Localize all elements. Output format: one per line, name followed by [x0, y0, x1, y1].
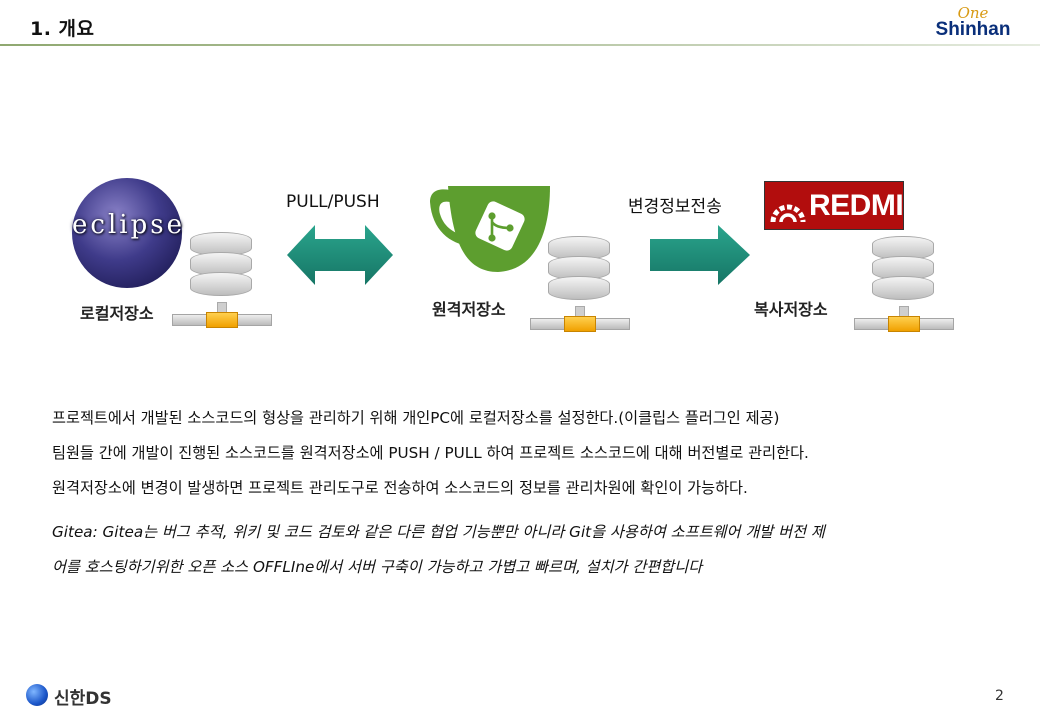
redmine-logo-text: REDMINE	[809, 189, 944, 222]
gitea-description-line-1: Gitea: Gitea는 버그 추적, 위키 및 코드 검토와 같은 다른 협…	[52, 523, 825, 541]
eclipse-logo-icon	[72, 178, 182, 288]
change-info-send-label: 변경정보전송	[628, 197, 722, 217]
gitea-description-line-2: 어를 호스팅하기위한 오픈 소스 OFFLIne에서 서버 구축이 가능하고 가…	[52, 558, 703, 576]
remote-repo-database-icon	[530, 236, 630, 336]
brand-one-text: One	[957, 4, 989, 22]
one-shinhan-logo: One Shinhan	[928, 6, 1018, 42]
redmine-logo: REDMINE	[764, 181, 944, 230]
shinhan-ds-logo-icon	[26, 684, 48, 706]
eclipse-logo-text: eclipse	[72, 210, 185, 240]
pull-push-label: PULL/PUSH	[286, 192, 380, 212]
copy-repo-database-icon	[854, 236, 954, 336]
right-arrow-icon	[650, 225, 750, 285]
double-arrow-icon	[287, 225, 393, 285]
remote-repo-label: 원격저장소	[432, 300, 506, 319]
gitea-logo-icon	[426, 180, 558, 276]
body-line-3: 원격저장소에 변경이 발생하면 프로젝트 관리도구로 전송하여 소스코드의 정보…	[52, 479, 748, 497]
header-divider	[0, 44, 1040, 46]
page-title: 1. 개요	[30, 18, 95, 40]
body-line-1: 프로젝트에서 개발된 소스코드의 형상을 관리하기 위해 개인PC에 로컬저장소…	[52, 409, 780, 427]
local-repo-database-icon	[172, 232, 272, 332]
redmine-arch-icon	[770, 204, 806, 223]
brand-shinhan-text: Shinhan	[935, 19, 1011, 40]
body-line-2: 팀원들 간에 개발이 진행된 소스코드를 원격저장소에 PUSH / PULL …	[52, 444, 809, 462]
copy-repo-label: 복사저장소	[754, 300, 828, 319]
local-repo-label: 로컬저장소	[80, 304, 154, 323]
footer-brand-text: 신한DS	[54, 689, 112, 709]
page-number: 2	[995, 688, 1004, 704]
